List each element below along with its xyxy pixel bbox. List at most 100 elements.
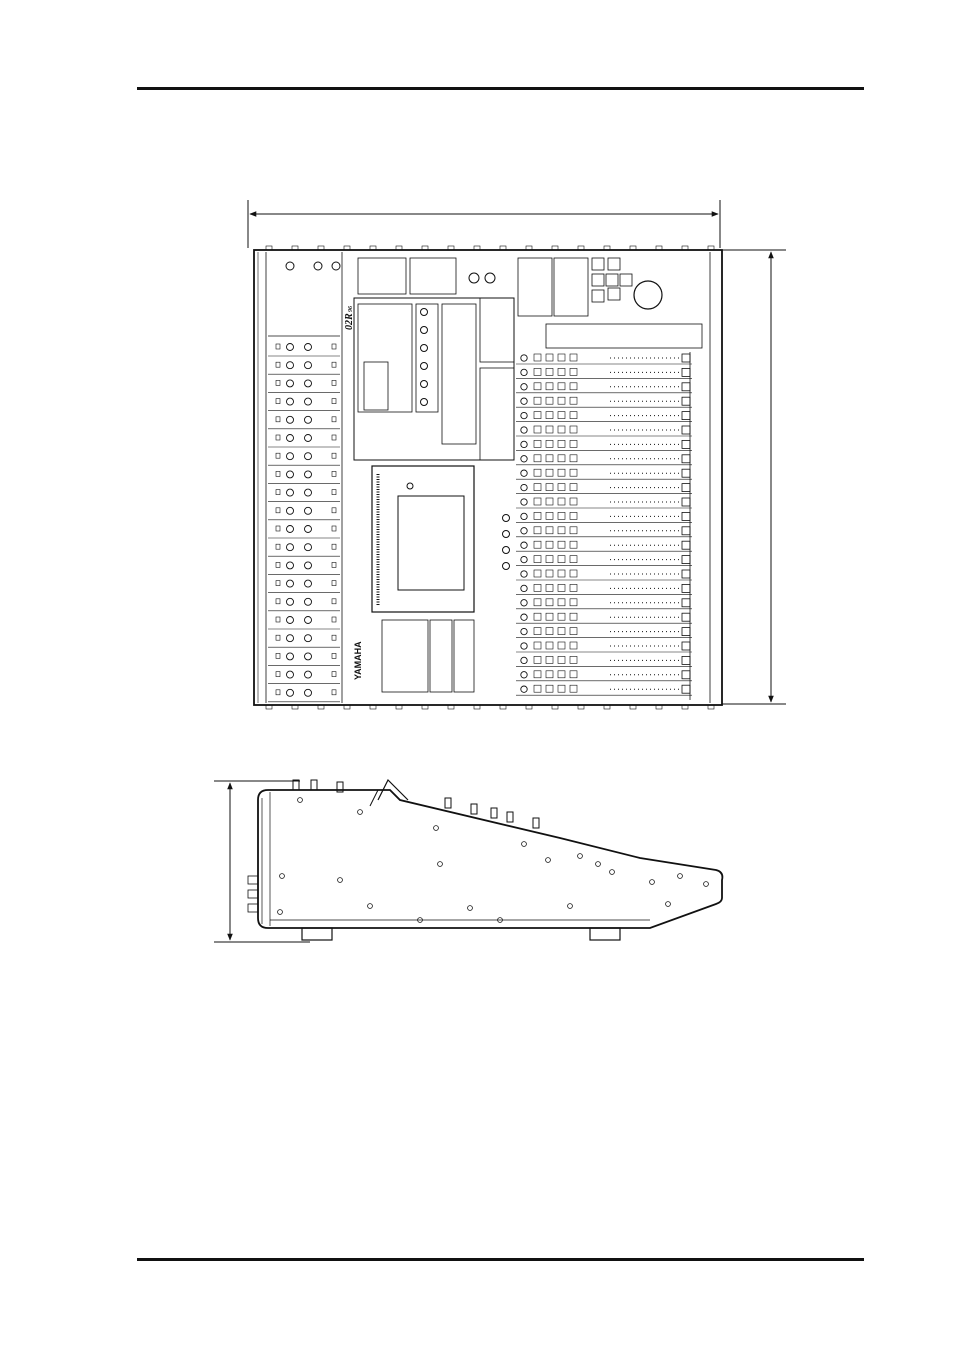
channel-button	[546, 642, 553, 649]
data-wheel	[634, 281, 662, 309]
pad-switch	[276, 417, 280, 422]
fader-knob	[682, 671, 690, 679]
gain-knob	[287, 435, 294, 442]
side-knob	[311, 780, 317, 790]
channel-button	[570, 498, 577, 505]
side-screw	[278, 910, 283, 915]
channel-button	[534, 484, 541, 491]
channel-encoder	[521, 484, 527, 490]
channel-encoder	[521, 456, 527, 462]
fader-knob	[682, 440, 690, 448]
fader-knob	[682, 455, 690, 463]
channel-button	[570, 628, 577, 635]
channel-button	[558, 671, 565, 678]
pad-switch	[276, 617, 280, 622]
eq-knob	[421, 381, 428, 388]
channel-encoder	[521, 513, 527, 519]
side-screw	[280, 874, 285, 879]
control-block-1	[358, 258, 406, 294]
gain-knob	[287, 398, 294, 405]
gain-knob	[287, 471, 294, 478]
channel-button	[546, 455, 553, 462]
channel-button	[546, 628, 553, 635]
channel-button	[570, 484, 577, 491]
channel-button	[570, 412, 577, 419]
channel-encoder	[521, 384, 527, 390]
panel-edge-bumps	[266, 246, 714, 709]
channel-button	[546, 512, 553, 519]
channel-button	[534, 512, 541, 519]
side-screw	[610, 870, 615, 875]
insert-switch	[332, 562, 336, 567]
side-knob	[471, 804, 477, 814]
channel-encoder	[521, 542, 527, 548]
channel-button	[534, 642, 541, 649]
channel-button	[558, 455, 565, 462]
channel-button	[570, 613, 577, 620]
pad-switch	[276, 362, 280, 367]
channel-button	[558, 484, 565, 491]
gain-knob	[287, 344, 294, 351]
control-block-3	[518, 258, 552, 316]
trim-knob	[305, 544, 312, 551]
pad-switch	[276, 471, 280, 476]
trim-knob	[305, 471, 312, 478]
channel-button	[558, 642, 565, 649]
trim-knob	[305, 617, 312, 624]
gain-knob	[287, 526, 294, 533]
trim-knob	[305, 598, 312, 605]
side-knob	[491, 808, 497, 818]
gain-knob	[287, 489, 294, 496]
channel-button	[534, 368, 541, 375]
channel-button	[558, 498, 565, 505]
insert-switch	[332, 635, 336, 640]
side-screws	[278, 798, 709, 923]
channel-button	[546, 498, 553, 505]
insert-switch	[332, 526, 336, 531]
channel-button	[570, 426, 577, 433]
channel-button	[570, 685, 577, 692]
pad-switch	[276, 344, 280, 349]
trim-knob	[305, 580, 312, 587]
channel-button	[558, 685, 565, 692]
channel-button	[558, 469, 565, 476]
fader-knob	[682, 656, 690, 664]
gain-knob	[287, 453, 294, 460]
channel-encoder	[521, 672, 527, 678]
channel-button	[546, 599, 553, 606]
channel-button	[546, 368, 553, 375]
insert-switch	[332, 581, 336, 586]
display-knob	[503, 515, 510, 522]
channel-button	[570, 584, 577, 591]
side-profile	[258, 790, 722, 928]
channel-button	[534, 469, 541, 476]
channel-button	[570, 570, 577, 577]
fader-knob	[682, 512, 690, 520]
channel-button	[546, 426, 553, 433]
pad-switch	[276, 435, 280, 440]
side-screw	[666, 902, 671, 907]
channel-encoder	[521, 441, 527, 447]
channel-button	[570, 599, 577, 606]
channel-button	[570, 469, 577, 476]
top-knob	[469, 273, 479, 283]
channel-encoder	[521, 528, 527, 534]
eq-knob	[421, 309, 428, 316]
fader-knob	[682, 685, 690, 693]
gain-knob	[287, 380, 294, 387]
trim-knob	[305, 380, 312, 387]
fader-knob	[682, 599, 690, 607]
channel-button	[534, 397, 541, 404]
eq-knob	[421, 345, 428, 352]
pad-switch	[276, 599, 280, 604]
insert-switch	[332, 344, 336, 349]
channel-button	[546, 397, 553, 404]
channel-button	[546, 383, 553, 390]
side-screw	[438, 862, 443, 867]
channel-button	[546, 570, 553, 577]
side-screw	[298, 798, 303, 803]
side-screw	[546, 858, 551, 863]
gain-knob	[287, 598, 294, 605]
trim-knob	[305, 689, 312, 696]
front-foot	[302, 928, 332, 940]
